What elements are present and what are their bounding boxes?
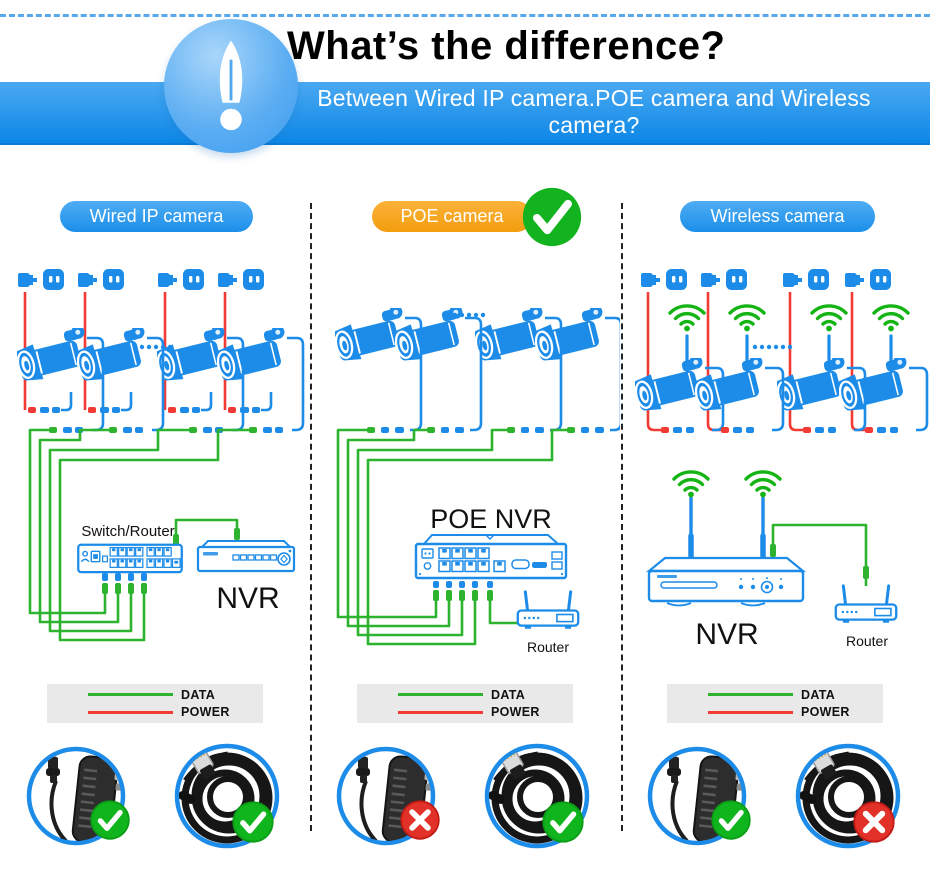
nvr-label: NVR [695,618,758,651]
legend-poe: DATA POWER [357,684,573,723]
quill-pen-icon [219,40,243,131]
wired-verdicts [26,743,280,849]
power-line-swatch [398,710,483,714]
ellipsis-dots [752,344,793,350]
network-cable-photo [795,743,901,849]
poe-verdicts [336,743,590,849]
camera-cables [661,366,929,433]
poe-diagram: POE NVR Router [335,308,620,655]
legend-data-label: DATA [181,687,216,702]
poe-nvr-icon [416,535,566,578]
legend-power-label: POWER [181,705,230,720]
power-adapter-photo [336,746,440,846]
wired-ip-diagram: Switch/Router NVR [17,269,305,642]
pill-wired-ip-camera: Wired IP camera [60,201,253,232]
wifi-icon [672,470,782,498]
nvr-icon [196,539,296,573]
switch-icon [78,545,182,572]
ellipsis-dots [445,312,486,318]
power-adapter-photo [647,746,751,846]
adapter-verdict-badge [91,801,129,839]
data-wires [28,428,249,642]
wireless-nvr-icon [645,496,807,607]
port-connectors [770,544,869,579]
pill-label: Wireless camera [710,206,845,226]
legend-wireless: DATA POWER [667,684,883,723]
legend-data-label: DATA [801,687,836,702]
top-dashed-divider [0,14,930,17]
data-wires [336,428,567,646]
network-cable-photo [174,743,280,849]
switch-label: Switch/Router [81,523,174,540]
pill-label: Wired IP camera [89,206,224,226]
column-divider [310,203,312,831]
page-title: What’s the difference? [287,24,726,68]
bullet-camera-icon [17,328,295,386]
pill-wireless-camera: Wireless camera [680,201,875,232]
port-connectors [433,581,493,601]
legend-wired: DATA POWER [47,684,263,723]
router-icon [516,590,580,631]
port-connectors [102,528,240,594]
header-badge [164,19,298,153]
power-plug-icon [641,269,891,290]
legend-power-label: POWER [801,705,850,720]
legend-power-label: POWER [491,705,540,720]
power-plug-icon [18,269,264,290]
adapter-verdict-badge [712,801,750,839]
cable-verdict-badge [233,802,272,841]
cable-verdict-badge [543,802,582,841]
data-line-swatch [398,693,483,697]
adapter-verdict-badge [401,801,439,839]
pill-label: POE camera [400,206,504,226]
header-subtitle: Between Wired IP camera.POE camera and W… [317,84,871,138]
cable-verdict-badge [854,802,893,841]
bullet-camera-icon [335,308,613,366]
bullet-camera-icon [635,358,917,416]
nvr-label: NVR [216,582,279,615]
data-line-swatch [708,693,793,697]
column-divider [621,203,623,831]
poe-nvr-label: POE NVR [430,504,552,534]
router-icon [834,584,898,625]
network-cable-photo [484,743,590,849]
data-wires [771,523,868,586]
wireless-diagram: NVR Router [635,269,929,651]
power-line-swatch [88,710,173,714]
power-line-swatch [708,710,793,714]
pill-poe-camera: POE camera [372,201,532,232]
data-line-swatch [88,693,173,697]
router-label: Router [846,633,888,649]
legend-data-label: DATA [491,687,526,702]
wireless-verdicts [647,743,901,849]
router-label: Router [527,639,569,655]
approved-check-icon [521,186,583,248]
power-adapter-photo [26,746,130,846]
header-banner: Between Wired IP camera.POE camera and W… [0,82,930,145]
